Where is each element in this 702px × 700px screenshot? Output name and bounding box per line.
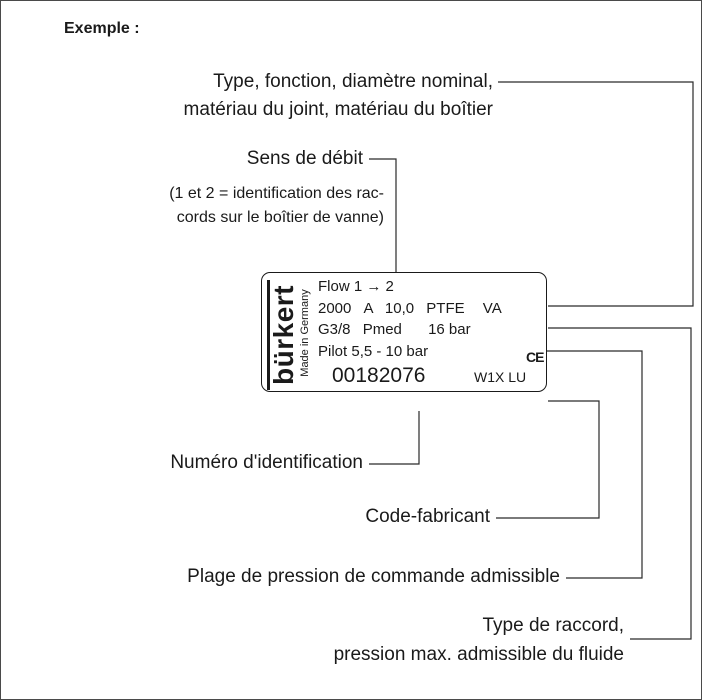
leader-type	[498, 81, 694, 307]
plate-manufacturer-code: W1X LU	[474, 369, 527, 385]
label-manufacturer: Code-fabricant	[365, 506, 490, 527]
label-flow-note-line2: cords sur le boîtier de vanne)	[176, 209, 384, 226]
plate-type-row: 2000 A 10,0 PTFE VA	[318, 301, 502, 316]
brand-logo-text: bürkert	[267, 280, 299, 390]
leader-connection	[548, 327, 692, 640]
heading: Exemple :	[64, 20, 140, 37]
leader-manufacturer	[496, 400, 600, 519]
plate-type-code: 2000	[318, 300, 352, 317]
leader-ident	[369, 411, 420, 465]
ce-mark: CE	[526, 349, 544, 365]
plate-flow: Flow 1 → 2	[318, 278, 394, 295]
plate-pilot: Pilot 5,5 - 10 bar	[318, 343, 429, 360]
label-pilot-range: Plage de pression de commande admissible	[187, 566, 560, 587]
label-type-line2: matériau du joint, matériau du boîtier	[183, 99, 493, 120]
plate-seal: PTFE	[426, 300, 465, 317]
plate-pmed: Pmed	[362, 321, 402, 338]
label-connection-line1: Type de raccord,	[482, 615, 624, 636]
label-flow: Sens de débit	[246, 148, 363, 169]
plate-port: G3/8	[318, 321, 351, 338]
plate-body: VA	[482, 300, 502, 317]
plate-pressure: 16 bar	[428, 321, 471, 338]
label-ident: Numéro d'identification	[170, 452, 363, 473]
leader-pilot-range	[543, 350, 643, 579]
plate-connection-row: G3/8 Pmed 16 bar	[318, 322, 471, 337]
made-in-text: Made in Germany	[299, 289, 311, 377]
plate-orifice: 10,0	[384, 300, 415, 317]
label-connection-line2: pression max. admissible du fluide	[333, 644, 624, 665]
plate-function: A	[363, 300, 373, 317]
brand-logo: bürkert	[267, 280, 299, 390]
nameplate: bürkert Made in Germany Flow 1 → 2 2000 …	[261, 272, 547, 392]
made-in-label: Made in Germany	[296, 281, 314, 385]
label-type-line1: Type, fonction, diamètre nominal,	[213, 71, 493, 92]
label-flow-note-line1: (1 et 2 = identification des rac-	[169, 185, 384, 202]
plate-serial: 00182076	[332, 364, 426, 387]
leader-flow	[369, 158, 397, 273]
